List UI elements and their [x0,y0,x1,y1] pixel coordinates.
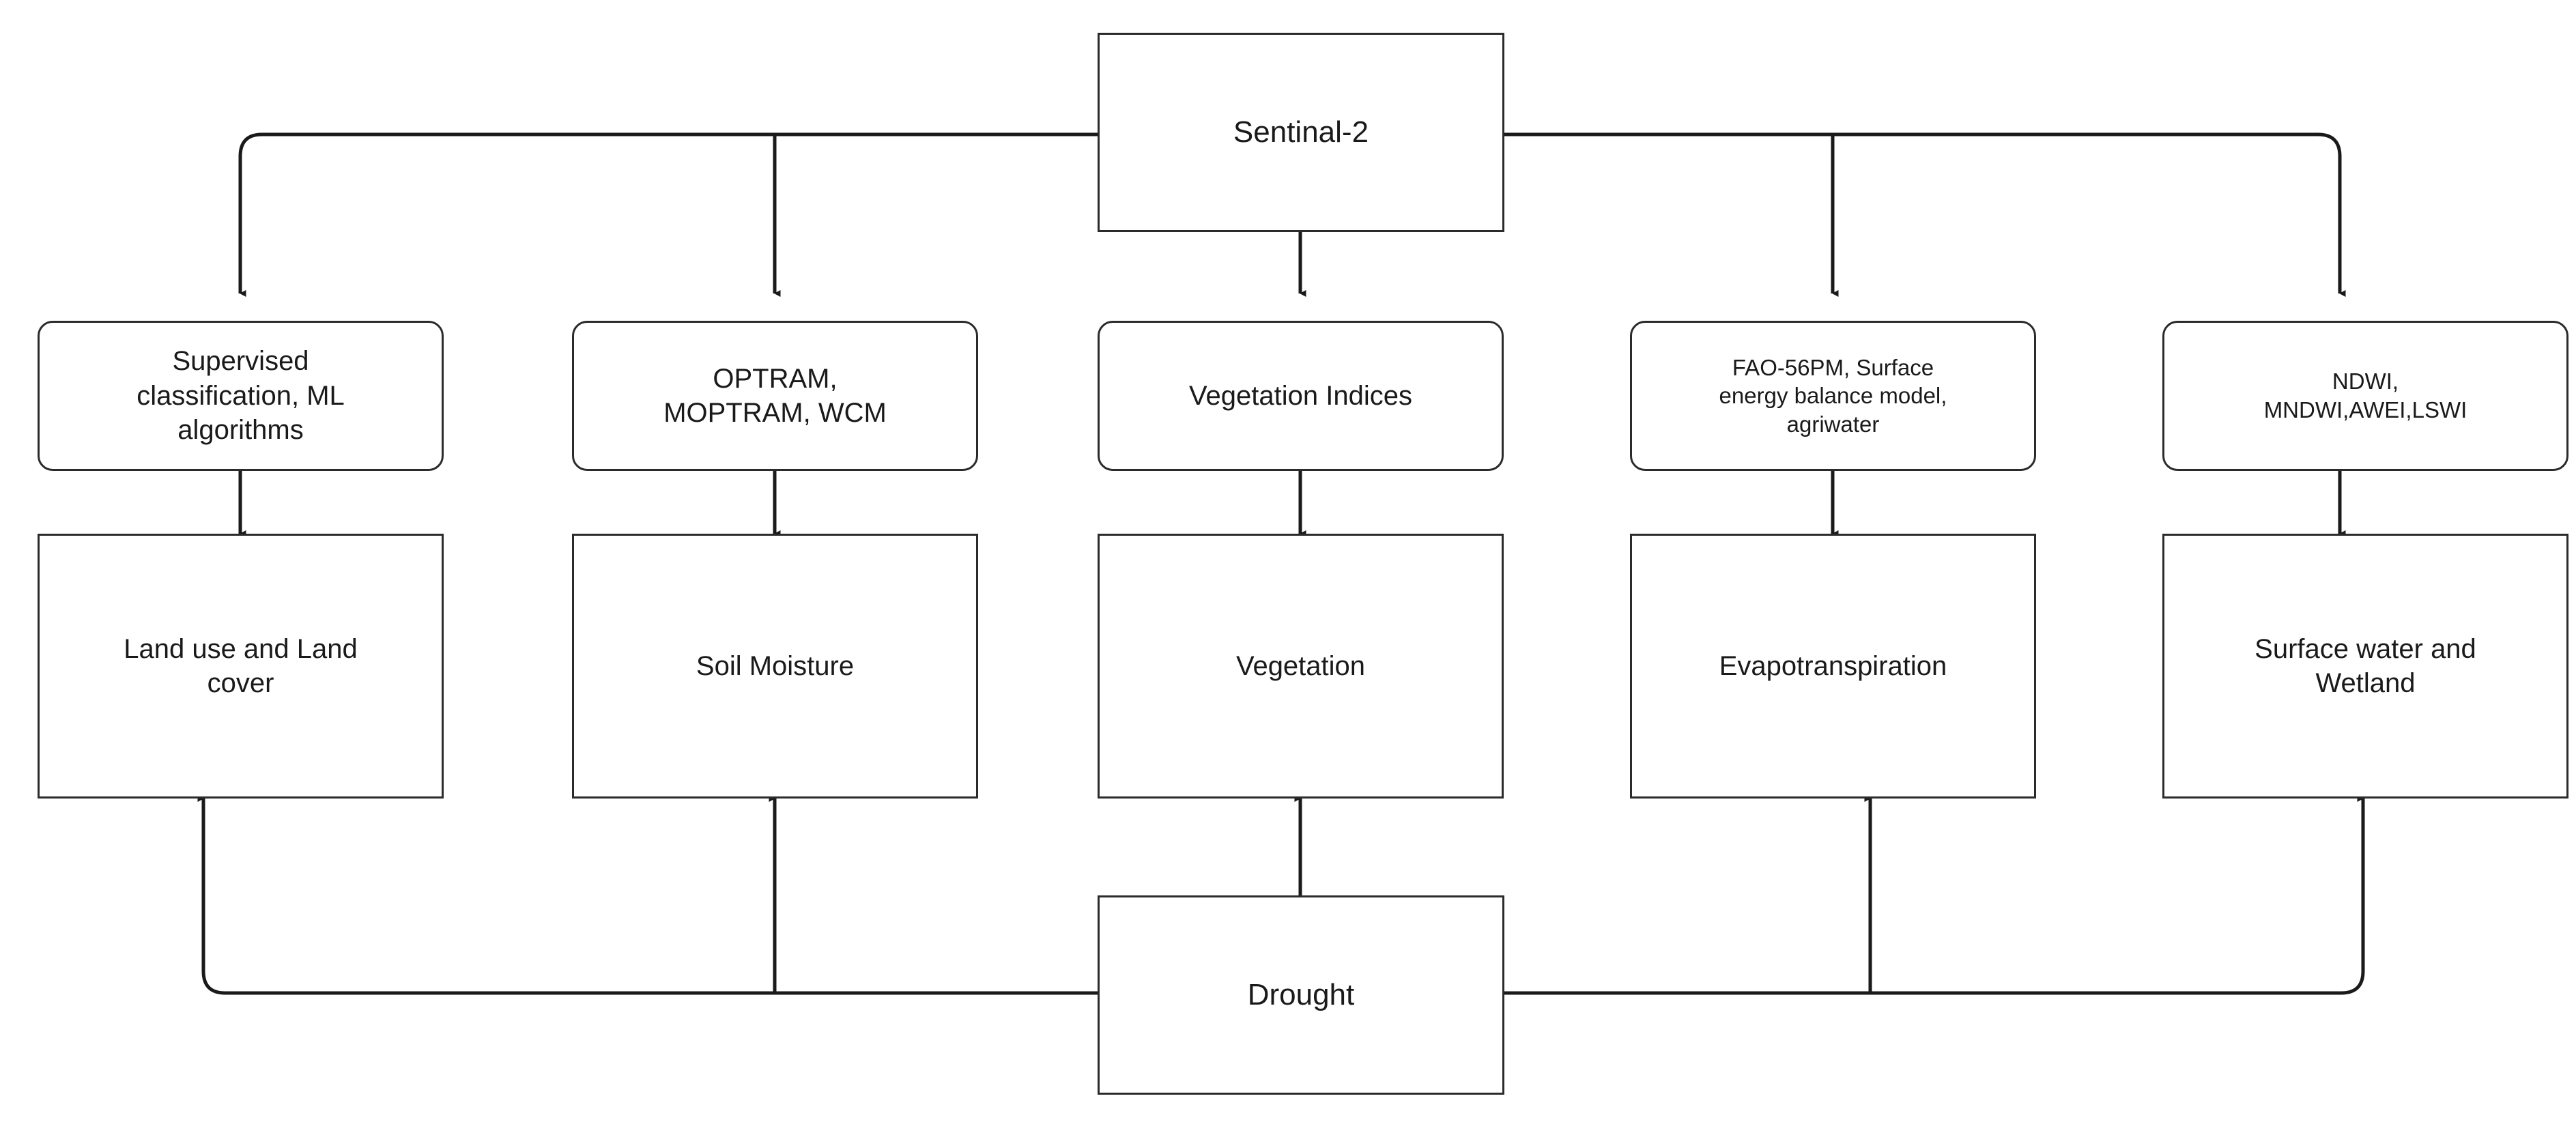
node-outcome-lulc[interactable]: Land use and Land cover [38,534,444,799]
node-methods-surface-water-label: NDWI, MNDWI,AWEI,LSWI [2263,369,2467,422]
node-outcome-lulc-label: Land use and Land cover [124,633,358,698]
node-methods-evapotranspiration-label: FAO-56PM, Surface energy balance model, … [1719,354,1947,437]
node-outcome-evapotranspiration[interactable]: Evapotranspiration [1630,534,2036,799]
node-methods-soil-moisture-label: OPTRAM, MOPTRAM, WCM [663,363,887,428]
node-outcome-soil-moisture-label: Soil Moisture [696,650,855,681]
node-drought[interactable]: Drought [1098,895,1504,1095]
node-methods-vegetation[interactable]: Vegetation Indices [1098,321,1504,471]
node-methods-surface-water[interactable]: NDWI, MNDWI,AWEI,LSWI [2162,321,2568,471]
node-sentinal-2-label: Sentinal-2 [1233,115,1369,149]
node-outcome-vegetation[interactable]: Vegetation [1098,534,1504,799]
node-outcome-surface-water[interactable]: Surface water and Wetland [2162,534,2568,799]
node-methods-soil-moisture[interactable]: OPTRAM, MOPTRAM, WCM [572,321,978,471]
edge-sentinal-to-methods-lulc [238,132,1098,297]
edge-drought-to-outcome-surface-water [1503,795,2365,995]
node-methods-lulc[interactable]: Supervised classification, ML algorithms [38,321,444,471]
node-outcome-soil-moisture[interactable]: Soil Moisture [572,534,978,799]
node-methods-lulc-label: Supervised classification, ML algorithms [137,346,345,446]
node-sentinal-2[interactable]: Sentinal-2 [1098,33,1504,232]
node-outcome-evapotranspiration-label: Evapotranspiration [1719,650,1947,681]
node-methods-vegetation-label: Vegetation Indices [1189,380,1412,411]
edge-drought-to-outcome-lulc [197,795,1098,995]
node-drought-label: Drought [1247,978,1355,1012]
edge-sentinal-to-methods-surface-water [1503,132,2346,297]
node-outcome-vegetation-label: Vegetation [1235,650,1366,681]
node-methods-evapotranspiration[interactable]: FAO-56PM, Surface energy balance model, … [1630,321,2036,471]
node-outcome-surface-water-label: Surface water and Wetland [2255,633,2476,698]
